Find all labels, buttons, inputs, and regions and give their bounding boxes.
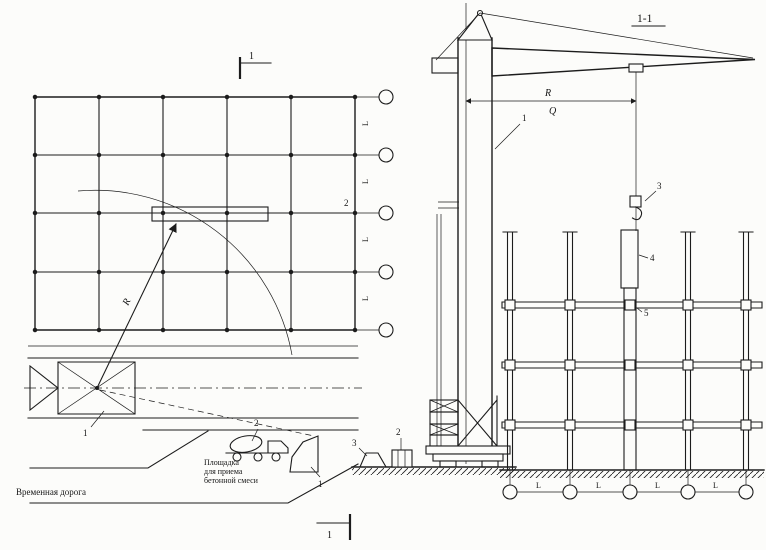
- label-axis-number: 2: [344, 198, 349, 208]
- mounted-panel-hatched: [151, 206, 269, 222]
- crane-plan-symbol: 1: [29, 361, 315, 438]
- callout-plan-truck: 2: [254, 418, 259, 428]
- callout-bunker: 3: [352, 438, 357, 448]
- unloading-ramp: 1: [289, 435, 323, 489]
- label-cut-top: 1: [249, 51, 254, 62]
- base-brace: [457, 395, 498, 447]
- elevation-view: 1-1 1 3: [351, 3, 765, 500]
- callout-spreader: 4: [650, 253, 655, 263]
- crane-base: [425, 395, 511, 468]
- radius-arrow: [96, 223, 177, 389]
- label-section: 1-1: [637, 13, 653, 25]
- radius-dimension: R Q: [465, 88, 637, 117]
- label-radius-plan: R: [120, 297, 133, 308]
- tower-crane: 1: [431, 9, 756, 450]
- label-radius-elevation: R: [544, 88, 551, 99]
- tie-ropes: [435, 12, 754, 61]
- section-cut-mark-bottom: 1: [316, 514, 352, 541]
- spacing-label-left-3: L: [361, 237, 370, 242]
- crane-tower: [457, 37, 493, 449]
- tower-collar: [438, 201, 459, 209]
- lifting-spreader: [620, 229, 639, 289]
- spacing-label-left-2: L: [361, 179, 370, 184]
- truck-wheel: [253, 452, 263, 462]
- ground-hatching: [352, 468, 516, 475]
- callout-plan-ramp: 1: [318, 479, 323, 489]
- building-frame: 4 5 L L L L: [499, 229, 765, 500]
- spacing-label-bottom-4: L: [713, 481, 718, 490]
- spacing-label-bottom-1: L: [536, 481, 541, 490]
- erected-column-hatched: [623, 287, 637, 471]
- truck-wheel: [271, 452, 281, 462]
- building-grid: [32, 94, 358, 333]
- note-platform-line1: Площадка: [204, 458, 239, 467]
- callout-plan-crane: 1: [83, 428, 88, 438]
- callout-column: 5: [644, 308, 649, 318]
- mixer-truck: 2: [225, 418, 289, 462]
- receiving-bunker: [359, 452, 387, 468]
- hook-block: [629, 195, 642, 208]
- ground-hatching-right: [500, 471, 764, 478]
- hoist-and-hook: 3: [629, 72, 662, 231]
- crane-rails: [24, 345, 362, 419]
- base-bogie: [481, 460, 499, 468]
- floor-beams: [501, 299, 763, 431]
- ground-left: [351, 466, 517, 475]
- section-title: 1-1: [631, 13, 666, 27]
- temporary-road: Временная дорога: [16, 429, 359, 504]
- spacing-label-left-1: L: [361, 121, 370, 126]
- spacing-label-left-4: L: [361, 296, 370, 301]
- crane-working-radius: R: [77, 189, 293, 390]
- spacing-label-bottom-3: L: [655, 481, 660, 490]
- label-cut-bottom: 1: [327, 530, 332, 541]
- crane-apex: [456, 10, 493, 41]
- note-platform-line2: для приема: [204, 467, 243, 476]
- section-cut-mark-top: 1: [238, 51, 272, 79]
- note-road: Временная дорога: [16, 487, 86, 497]
- mixer-drum: [229, 435, 263, 453]
- crane-jib: [491, 47, 756, 77]
- spacing-label-bottom-2: L: [596, 481, 601, 490]
- callout-container: 2: [396, 427, 401, 437]
- callout-hook: 3: [657, 181, 662, 191]
- frame-columns: [502, 231, 754, 471]
- counter-jib-block: [431, 57, 459, 74]
- plan-view: 1 L L L L 2 R: [16, 51, 394, 541]
- note-platform: Площадка для приема бетонной смеси: [204, 458, 259, 485]
- callout-tower: 1: [522, 113, 527, 123]
- jib-trolley: [628, 63, 644, 73]
- counterweight-stack: [429, 399, 459, 436]
- site-items: 3 2: [352, 427, 413, 468]
- label-capacity: Q: [549, 106, 557, 117]
- crane-hook: [631, 206, 643, 221]
- counterweight-rope: [436, 214, 442, 450]
- axis-circles-bottom: L L L L: [502, 470, 754, 500]
- truck-cab: [267, 440, 289, 454]
- axis-circles-left: L L L L 2: [344, 89, 394, 338]
- radius-arc: [77, 189, 293, 356]
- note-platform-line3: бетонной смеси: [204, 476, 259, 485]
- container-box: [391, 449, 413, 468]
- truck-wheel: [232, 452, 242, 462]
- base-bogie: [439, 460, 457, 468]
